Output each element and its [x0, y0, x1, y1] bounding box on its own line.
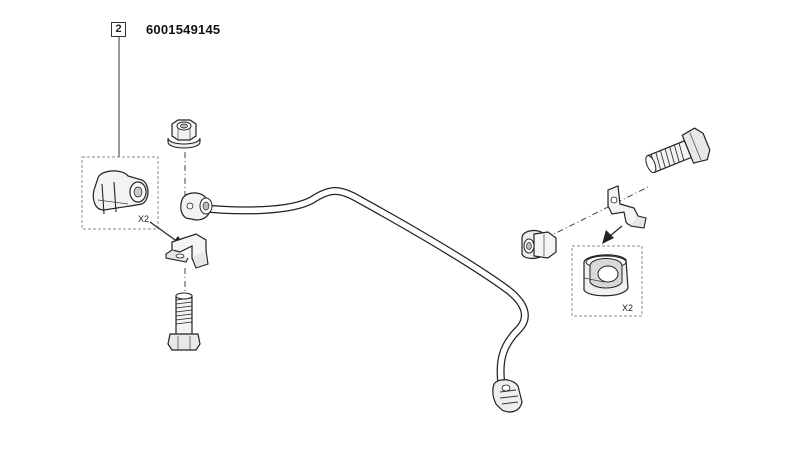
bolt-icon [645, 127, 711, 174]
quantity-label-left: X2 [138, 214, 150, 224]
detail-arrow-right [602, 225, 623, 244]
callout-number-box: 2 [111, 22, 126, 37]
clamp-bracket-icon [165, 233, 209, 269]
detail-box-left [81, 156, 159, 230]
bolt-icon [167, 292, 201, 351]
axis-line-right [545, 185, 651, 239]
clamp-bracket-icon [607, 185, 647, 229]
flange-nut-icon [521, 229, 557, 260]
part-number-label: 6001549145 [146, 22, 221, 37]
flange-nut-icon [167, 119, 201, 149]
detail-box-right [571, 245, 643, 317]
stabilizer-bar-icon [180, 187, 529, 413]
bushing-icon [92, 170, 149, 215]
quantity-label-right: X2 [622, 303, 634, 313]
bushing-icon [583, 254, 629, 297]
